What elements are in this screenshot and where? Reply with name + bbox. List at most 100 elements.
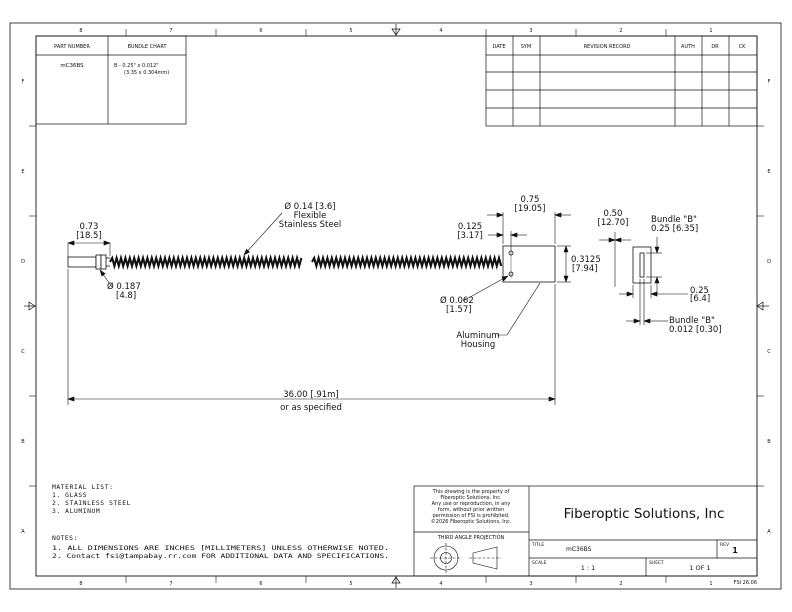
zone-col-label: 3	[529, 581, 532, 587]
property-line-5: permission of FSI is prohibited.	[432, 513, 509, 519]
rev-header-auth: AUTH	[681, 44, 695, 50]
ferrule-diameter: Ø 0.187	[107, 281, 141, 292]
bundle-top-label: Bundle "B"	[651, 215, 697, 225]
zone-col-label: 6	[259, 28, 262, 34]
bundle-bottom-value: 0.012 [0.30]	[669, 325, 722, 335]
end-thickness: 0.25	[690, 286, 709, 296]
zone-col-label: 3	[529, 28, 532, 34]
zone-row-label: F	[768, 79, 771, 85]
part-number-value: mC36BS	[60, 63, 84, 69]
zone-col-label: 8	[79, 581, 82, 587]
outer-border	[9, 22, 782, 590]
zone-row-label: C	[21, 349, 25, 355]
zone-col-label: 7	[169, 581, 172, 587]
cable-diameter: Ø 0.14 [3.6]	[284, 201, 335, 212]
material-item-2: 2. STAINLESS STEEL	[52, 500, 131, 507]
zone-row-label: F	[22, 79, 25, 85]
third-angle-projection-symbol	[430, 543, 501, 573]
end-width: 0.50	[604, 209, 623, 219]
ferrule-length: 0.73	[80, 222, 99, 232]
hole-diameter: Ø 0.062	[440, 295, 474, 306]
zone-row-label: A	[21, 529, 25, 535]
part-number-table	[35, 35, 187, 125]
scale-label: SCALE	[532, 560, 547, 566]
end-face	[632, 246, 652, 284]
scale-value: 1 : 1	[581, 564, 596, 572]
rev-label: REV	[720, 542, 730, 548]
bundle-bottom-label: Bundle "B"	[669, 316, 715, 326]
zone-col-label: 1	[709, 581, 712, 587]
centering-marks	[24, 24, 769, 588]
material-title: MATERIAL LIST:	[52, 484, 113, 491]
ferrule-diameter-mm: [4.8]	[116, 291, 136, 301]
border-ticks	[29, 29, 764, 583]
zone-col-label: 1	[709, 28, 712, 34]
bundle-top-value: 0.25 [6.35]	[651, 224, 698, 234]
property-line-4: form, without prior written	[438, 507, 504, 513]
zone-col-label: 6	[259, 581, 262, 587]
overall-length: 36.00 [.91m]	[283, 390, 338, 400]
housing-width-mm: [19.05]	[515, 204, 546, 214]
property-line-1: This drawing is the property of	[432, 489, 510, 495]
hole-offset-mm: [3.17]	[457, 231, 483, 241]
end-thickness-mm: [6.4]	[690, 294, 710, 304]
housing-label-2: Housing	[461, 340, 496, 350]
bundle-chart-line2: (3.35 x 0.304mm)	[124, 70, 169, 76]
zone-col-label: 2	[619, 28, 622, 34]
rev-header-sym: SYM	[521, 44, 532, 50]
zone-col-label: 5	[349, 28, 352, 34]
end-width-mm: [12.70]	[598, 218, 629, 228]
zone-row-label: E	[21, 169, 24, 175]
bundle-chart-header: BUNDLE CHART	[127, 44, 167, 50]
rev-header-date: DATE	[492, 44, 505, 50]
title-label: TITLE	[531, 542, 544, 548]
housing-height: 0.3125	[571, 255, 601, 265]
zone-row-label: D	[767, 259, 771, 265]
title-block	[413, 485, 758, 577]
revision-table	[485, 35, 758, 127]
zone-row-label: C	[767, 349, 771, 355]
zone-col-label: 4	[439, 581, 442, 587]
cable-label-1: Flexible	[294, 211, 327, 221]
housing-label-1: Aluminum	[456, 331, 499, 341]
title-value: mC36BS	[566, 546, 592, 553]
housing-width: 0.75	[521, 195, 540, 205]
material-list: MATERIAL LIST: 1. GLASS 2. STAINLESS STE…	[52, 484, 131, 515]
zone-col-label: 8	[79, 28, 82, 34]
dimension-lines	[67, 212, 688, 405]
housing-height-mm: [7.94]	[572, 264, 598, 274]
zone-row-label: B	[767, 439, 771, 445]
zone-row-label: B	[21, 439, 25, 445]
zone-col-label: 5	[349, 581, 352, 587]
part-number-header: PART NUMBER	[54, 44, 90, 50]
ferrule	[67, 254, 110, 270]
zone-col-label: 2	[619, 581, 622, 587]
material-item-1: 1. GLASS	[52, 492, 87, 499]
zone-row-label: A	[767, 529, 771, 535]
flexible-cable	[109, 254, 503, 270]
cable-label-2: Stainless Steel	[279, 220, 341, 230]
zone-col-label: 7	[169, 28, 172, 34]
company-name: Fiberoptic Solutions, Inc	[564, 506, 725, 522]
overall-length-note: or as specified	[280, 403, 342, 413]
property-line-2: Fiberoptic Solutions, Inc.	[440, 495, 502, 501]
sheet-code: FSI 26.06	[734, 580, 757, 586]
property-line-3: Any use or reproduction, in any	[432, 501, 511, 507]
sheet-label: SHEET	[649, 560, 664, 566]
zone-row-label: D	[21, 259, 25, 265]
property-line-6: ©2026 Fiberoptic Solutions, Inc.	[431, 518, 512, 525]
rev-header-dr: DR	[711, 44, 719, 50]
dimension-texts: 0.73 [18.5] Ø 0.187 [4.8] Ø 0.14 [3.6] F…	[76, 195, 721, 413]
projection-label: THIRD ANGLE PROJECTION	[437, 535, 505, 541]
aluminum-housing	[502, 245, 556, 283]
sheet-value: 1 OF 1	[689, 564, 710, 572]
hole-diameter-mm: [1.57]	[446, 305, 472, 315]
rev-header-record: REVISION RECORD	[584, 44, 631, 50]
bundle-chart-line1: B - 0.25" x 0.012"	[114, 63, 159, 69]
notes-title: NOTES:	[52, 535, 78, 542]
rev-header-ck: CK	[739, 44, 746, 50]
property-notice: This drawing is the property of Fiberopt…	[431, 489, 512, 541]
